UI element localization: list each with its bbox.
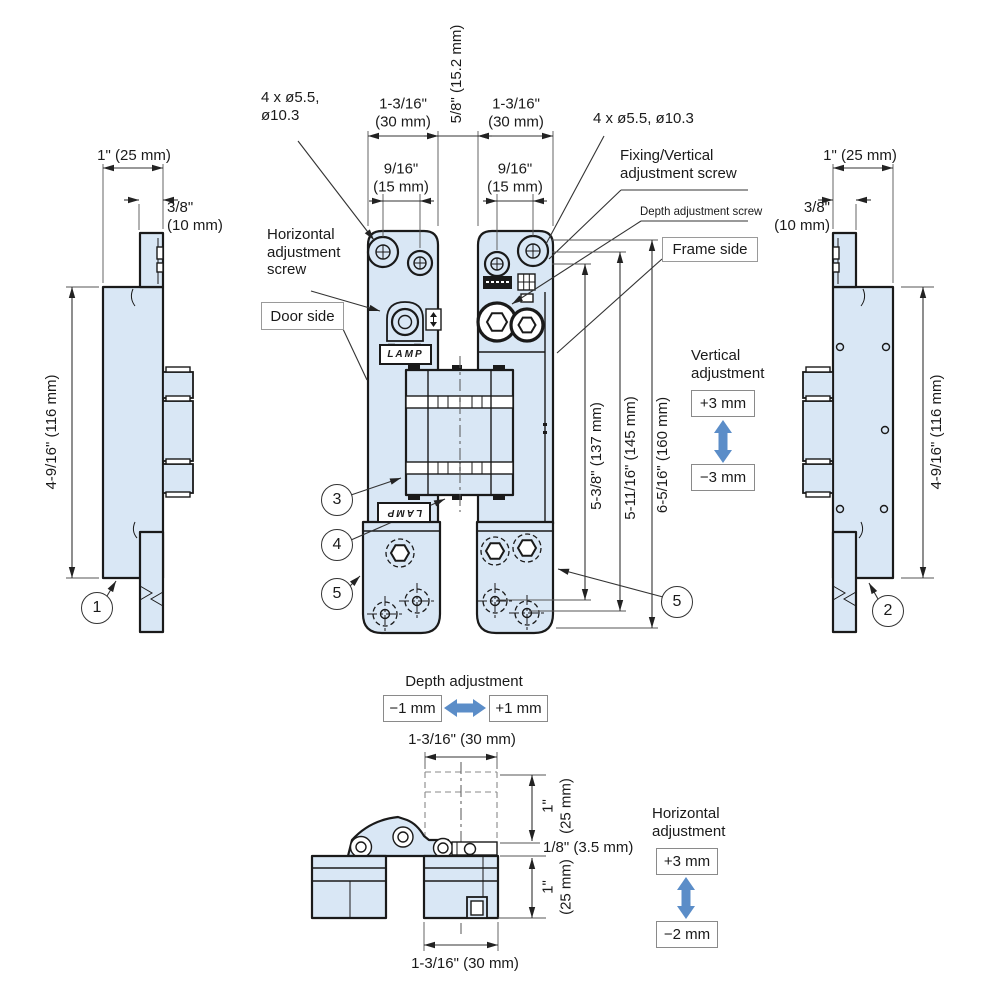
frame-plate-details: [476, 234, 550, 434]
horizontal-adjustment-screw-part: [386, 301, 424, 347]
depth-adjustment-title: Depth adjustment: [405, 673, 523, 691]
bottom-dim-upper: 1" (25 mm): [539, 778, 574, 834]
hole-spec-left-label: 4 x ø5.5, ø10.3: [261, 89, 320, 124]
dim-holes-right: 9/16" (15 mm): [487, 160, 543, 195]
balloon-5-right: 5: [661, 586, 693, 618]
vertical-adjustment-title: Vertical adjustment: [691, 347, 765, 382]
balloon-2: 2: [872, 595, 904, 627]
dim-holes-left: 9/16" (15 mm): [373, 160, 429, 195]
balloon-1: 1: [81, 592, 113, 624]
front-dimensions: [297, 131, 748, 629]
fixing-vertical-screw-label: Fixing/Vertical adjustment screw: [620, 147, 737, 182]
depth-plus-value: +1 mm: [489, 695, 548, 722]
door-mounting-plate: [361, 520, 442, 635]
door-side-callout: Door side: [261, 302, 344, 330]
depth-screw-label: Depth adjustment screw: [640, 204, 763, 218]
lamp-logo-inverted: LAMP: [377, 502, 431, 523]
dim-height-145: 5-11/16" (145 mm): [622, 396, 640, 520]
mounting-plate-screws: [367, 533, 545, 632]
horizontal-adjustment-title: Horizontal adjustment: [652, 805, 726, 840]
vertical-adjustment-arrow: [714, 420, 732, 463]
bottom-dim-top: 1-3/16" (30 mm): [408, 731, 516, 749]
bottom-dim-gap: 1/8" (3.5 mm): [543, 839, 634, 856]
frame-side-callout: Frame side: [662, 237, 758, 262]
balloon-3: 3: [321, 484, 353, 516]
side-view-left: [66, 164, 194, 634]
depth-adjustment-arrow: [444, 699, 486, 717]
bottom-view: [310, 752, 546, 951]
dim-height-137: 5-3/8" (137 mm): [588, 402, 606, 510]
side-left-height-dim: 4-9/16" (116 mm): [43, 374, 61, 490]
side-right-height-dim: 4-9/16" (116 mm): [928, 374, 946, 490]
horizontal-screw-label: Horizontal adjustment screw: [267, 226, 341, 279]
dim-height-160: 6-5/16" (160 mm): [654, 396, 672, 514]
side-right-width-dim: 1" (25 mm): [823, 147, 897, 165]
door-block-section: [310, 854, 388, 920]
side-view-right: [802, 164, 934, 634]
hinge-knuckle: [404, 356, 515, 512]
front-view: [361, 229, 555, 635]
depth-minus-value: −1 mm: [383, 695, 442, 722]
side-right-lip-dim: 3/8" (10 mm): [774, 199, 830, 234]
horizontal-adjustment-arrow: [677, 877, 695, 919]
vertical-plus-value: +3 mm: [691, 390, 755, 417]
dim-plate-left: 1-3/16" (30 mm): [375, 95, 431, 130]
balloon-4: 4: [321, 529, 353, 561]
side-left-lip-dim: 3/8" (10 mm): [167, 199, 223, 234]
horizontal-plus-value: +3 mm: [656, 848, 718, 875]
bottom-dim-lower: 1" (25 mm): [539, 859, 574, 915]
bottom-dim-bottom: 1-3/16" (30 mm): [411, 955, 519, 973]
balloon-5-left: 5: [321, 578, 353, 610]
dim-gap-width: 5/8" (15.2 mm): [448, 24, 466, 124]
adjust-direction-icon: [425, 308, 442, 331]
adjustment-arrows: [444, 420, 732, 919]
lamp-logo: LAMP: [379, 344, 432, 365]
hole-spec-right-label: 4 x ø5.5, ø10.3: [593, 110, 694, 127]
dim-plate-right: 1-3/16" (30 mm): [488, 95, 544, 130]
horizontal-minus-value: −2 mm: [656, 921, 718, 948]
vertical-minus-value: −3 mm: [691, 464, 755, 491]
side-left-width-dim: 1" (25 mm): [97, 147, 171, 165]
